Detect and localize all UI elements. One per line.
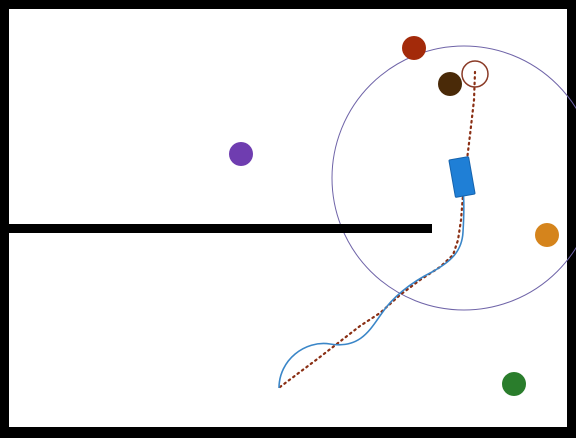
sensor-range-ring <box>331 45 576 311</box>
arena-floor <box>9 9 567 427</box>
green-ball <box>502 372 526 396</box>
goal-marker <box>461 60 489 88</box>
brown-ball <box>438 72 462 96</box>
wall-obstacle <box>9 224 432 233</box>
red-ball <box>402 36 426 60</box>
orange-ball <box>535 223 559 247</box>
robot <box>448 156 476 198</box>
robot-trajectory <box>278 189 465 389</box>
purple-ball <box>229 142 253 166</box>
